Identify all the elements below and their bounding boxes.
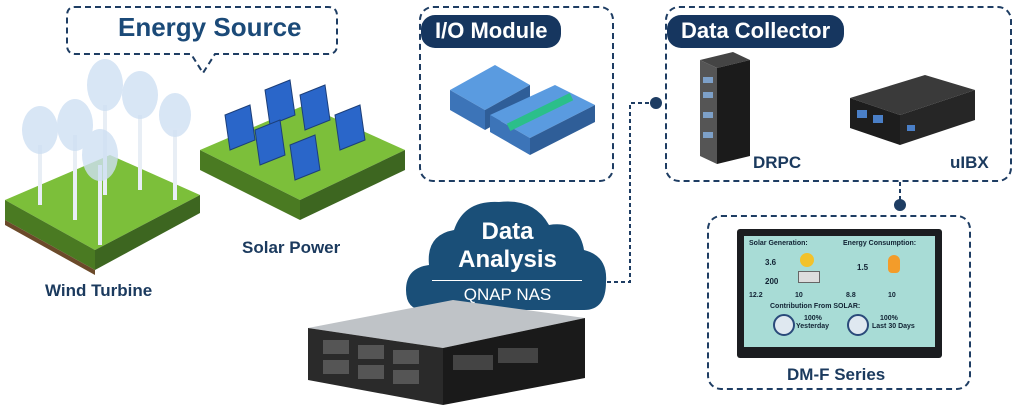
data-analysis-subtitle: QNAP NAS bbox=[463, 285, 552, 304]
sun-icon bbox=[800, 253, 814, 267]
screen-yesterday: Yesterday bbox=[796, 323, 830, 330]
drpc-illustration bbox=[700, 52, 750, 164]
drpc-label: DRPC bbox=[753, 153, 802, 172]
dm-f-screen bbox=[744, 236, 935, 347]
screen-value-4: 12.2 bbox=[749, 292, 763, 299]
screen-value-7: 10 bbox=[888, 292, 896, 299]
io-module-title: I/O Module bbox=[421, 15, 562, 48]
screen-value-5: 10 bbox=[795, 292, 803, 299]
dm-f-label: DM-F Series bbox=[787, 365, 886, 384]
screen-energy-heading: Energy Consumption: bbox=[843, 240, 917, 247]
screen-contribution: Contribution From SOLAR: bbox=[770, 303, 861, 310]
data-analysis-title-line1: Data bbox=[481, 218, 534, 245]
screen-value-2: 200 bbox=[765, 277, 779, 286]
data-analysis-cloud bbox=[406, 201, 607, 310]
io-module-box bbox=[419, 6, 614, 182]
screen-last-30: Last 30 Days bbox=[872, 323, 915, 330]
io-module-illustration bbox=[450, 65, 595, 155]
gauge-yesterday-icon bbox=[773, 314, 795, 336]
solar-farm-illustration bbox=[200, 79, 405, 220]
screen-pct-yesterday: 100% bbox=[804, 315, 822, 322]
wind-turbine-label: Wind Turbine bbox=[45, 281, 153, 300]
dm-f-box bbox=[707, 215, 971, 390]
screen-value-6: 8.8 bbox=[846, 292, 856, 299]
screen-value-3: 1.5 bbox=[857, 263, 869, 272]
cloud-divider bbox=[432, 280, 582, 281]
battery-icon bbox=[798, 271, 820, 283]
gauge-30days-icon bbox=[847, 314, 869, 336]
uibx-label: uIBX bbox=[950, 153, 989, 172]
solar-power-label: Solar Power bbox=[242, 238, 341, 257]
qnap-nas-illustration bbox=[308, 300, 585, 405]
data-collector-box bbox=[665, 6, 1012, 182]
screen-value-1: 3.6 bbox=[765, 258, 777, 267]
screen-pct-30: 100% bbox=[880, 315, 898, 322]
data-analysis-title-line2: Analysis bbox=[458, 246, 557, 273]
data-collector-title: Data Collector bbox=[667, 15, 845, 48]
wind-farm-illustration bbox=[5, 59, 200, 275]
bulb-icon bbox=[888, 255, 900, 273]
uibx-illustration bbox=[850, 75, 975, 145]
screen-solar-heading: Solar Generation: bbox=[749, 240, 808, 247]
energy-source-title: Energy Source bbox=[118, 12, 302, 42]
energy-source-bubble bbox=[66, 6, 338, 75]
